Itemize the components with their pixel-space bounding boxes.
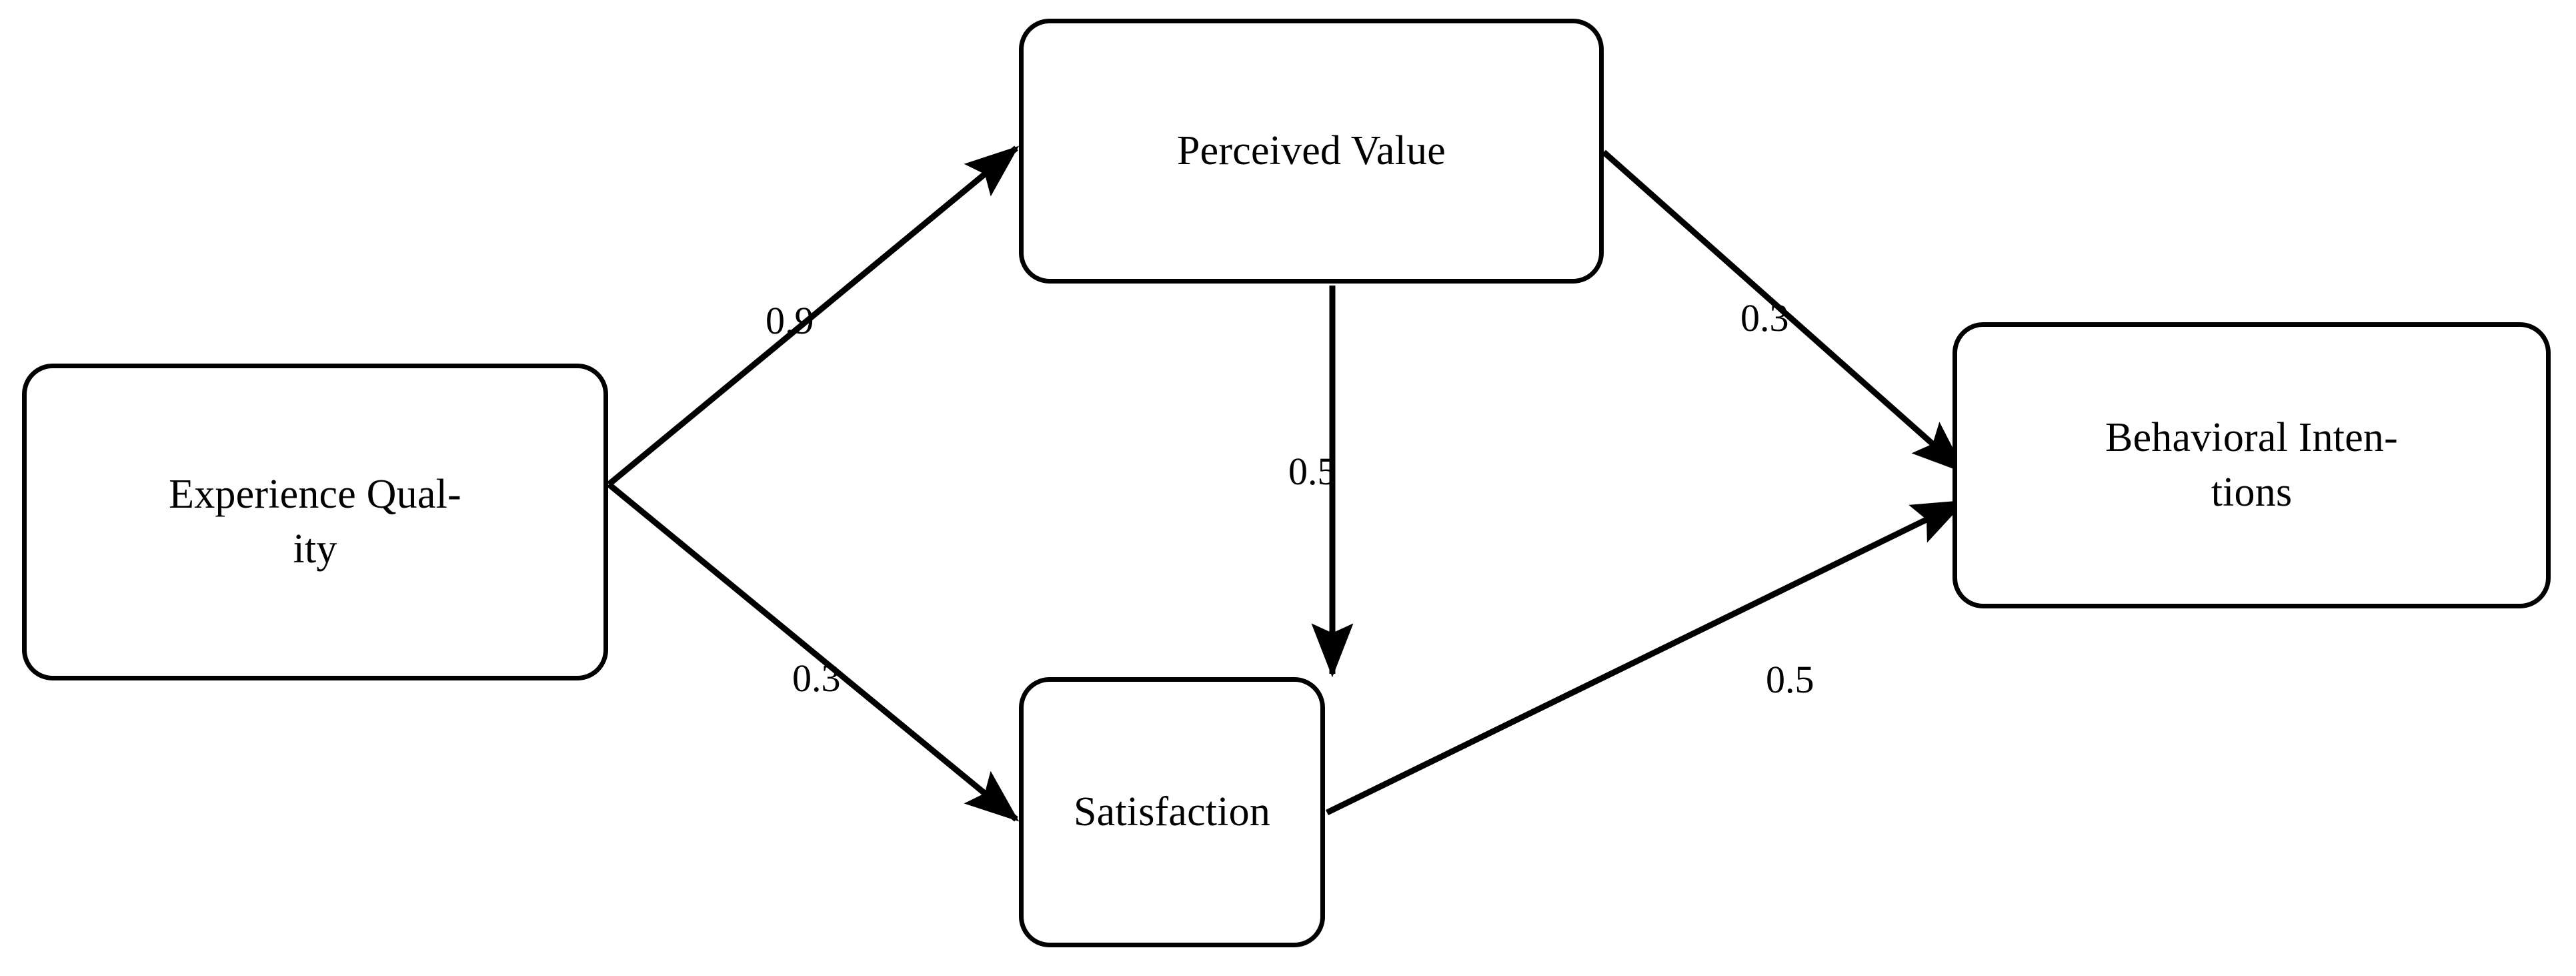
node-experience-quality[interactable]: Experience Qual- ity — [22, 364, 608, 680]
edge-weight-perceived-value-to-behavioral-intentions: 0.3 — [1740, 296, 1789, 340]
node-behavioral-intentions-label: Behavioral Inten- tions — [2105, 414, 2398, 515]
node-satisfaction-label: Satisfaction — [1073, 789, 1271, 835]
node-behavioral-intentions[interactable]: Behavioral Inten- tions — [1953, 322, 2551, 608]
edge-satisfaction-to-behavioral-intentions — [1326, 498, 1967, 816]
edge-weight-perceived-value-to-satisfaction: 0.5 — [1288, 450, 1337, 493]
node-experience-quality-label: Experience Qual- ity — [169, 471, 461, 572]
edge-weight-experience-quality-to-satisfaction: 0.3 — [792, 656, 841, 700]
edge-weight-satisfaction-to-behavioral-intentions: 0.5 — [1766, 658, 1814, 701]
edge-experience-quality-to-satisfaction — [607, 482, 1020, 822]
edge-weight-experience-quality-to-perceived-value: 0.9 — [766, 299, 814, 342]
node-perceived-value[interactable]: Perceived Value — [1019, 19, 1604, 284]
node-satisfaction[interactable]: Satisfaction — [1019, 677, 1325, 947]
node-perceived-value-label: Perceived Value — [1177, 127, 1446, 173]
